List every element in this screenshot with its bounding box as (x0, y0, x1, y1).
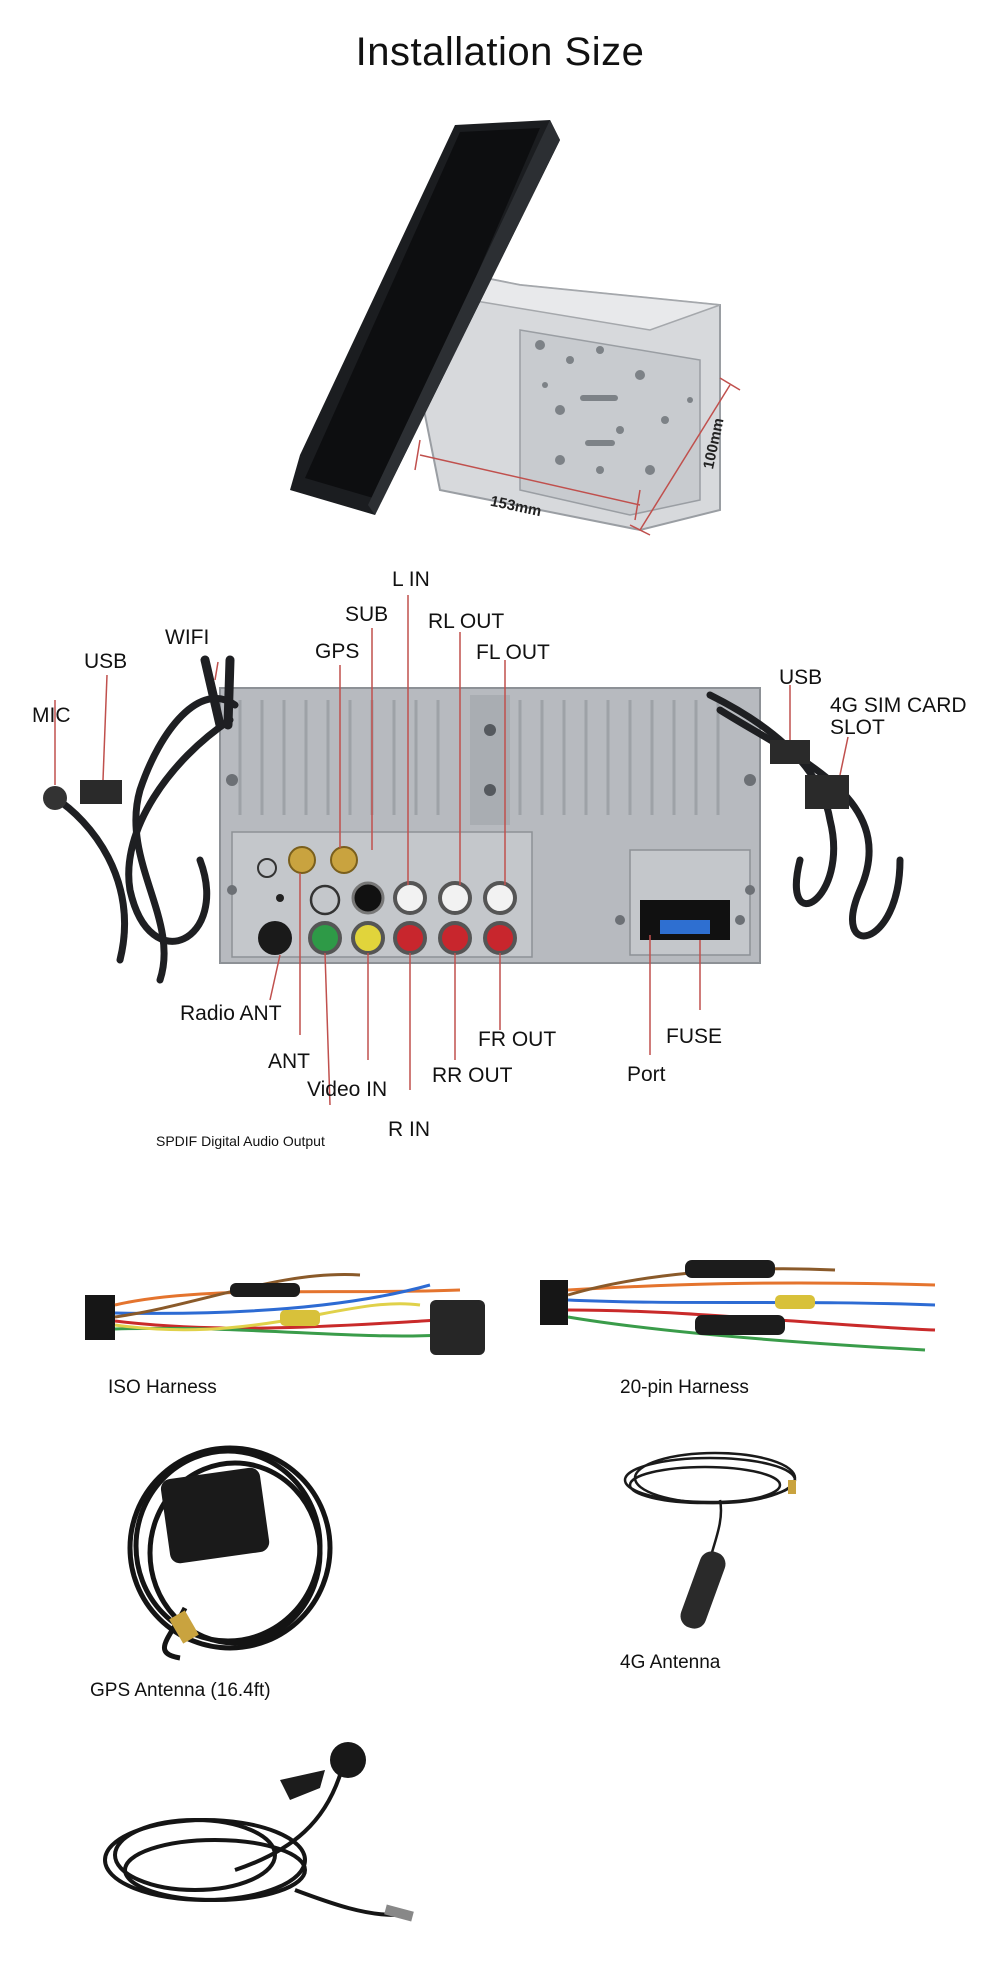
wifi-label: WIFI (165, 626, 210, 649)
spdif-label: SPDIF Digital Audio Output (156, 1133, 325, 1149)
gps-antenna-image (127, 1445, 333, 1661)
usb-connector-right (770, 740, 810, 764)
r-in-label: R IN (388, 1118, 430, 1141)
usb-left-label: USB (84, 650, 128, 673)
mic-label: MIC (32, 704, 71, 727)
chassis-box (418, 268, 721, 532)
ant-label: ANT (268, 1050, 310, 1073)
callout-lines (54, 595, 849, 1106)
left-cables (51, 655, 239, 984)
mic-jack (43, 786, 67, 810)
rl-out-label: RL OUT (428, 610, 505, 633)
screen-panel (290, 120, 560, 515)
usb-right-label: USB (779, 666, 823, 689)
sub-label: SUB (345, 603, 389, 626)
connectors (257, 846, 745, 955)
gps-antenna-caption: GPS Antenna (16.4ft) (90, 1680, 271, 1701)
fr-out-label: FR OUT (478, 1028, 557, 1051)
iso-harness-caption: ISO Harness (108, 1377, 217, 1398)
microphone-image (103, 1742, 414, 1922)
fl-out-label: FL OUT (476, 641, 550, 664)
antenna-4g-caption: 4G Antenna (620, 1652, 721, 1673)
fuse-label: FUSE (666, 1025, 723, 1048)
usb-connector-left (80, 780, 122, 804)
pin20-harness-caption: 20-pin Harness (620, 1377, 749, 1398)
video-in-label: Video IN (307, 1078, 388, 1101)
radio-ant-label: Radio ANT (180, 1002, 282, 1025)
sim-slot-label-line2: SLOT (830, 716, 885, 739)
page-title: Installation Size (355, 30, 645, 74)
antenna-4g-image (623, 1451, 797, 1629)
port-label: Port (627, 1063, 666, 1086)
pin20-harness-image (540, 1260, 936, 1352)
l-in-label: L IN (392, 568, 430, 591)
rear-panel-illustration (43, 595, 904, 1106)
gps-label: GPS (315, 640, 360, 663)
head-unit-illustration (290, 120, 741, 536)
sim-slot-connector (805, 775, 849, 809)
rr-out-label: RR OUT (432, 1064, 513, 1087)
iso-harness-image (85, 1273, 485, 1355)
sim-slot-label-line1: 4G SIM CARD (830, 694, 967, 717)
dimension-lines (414, 377, 741, 536)
